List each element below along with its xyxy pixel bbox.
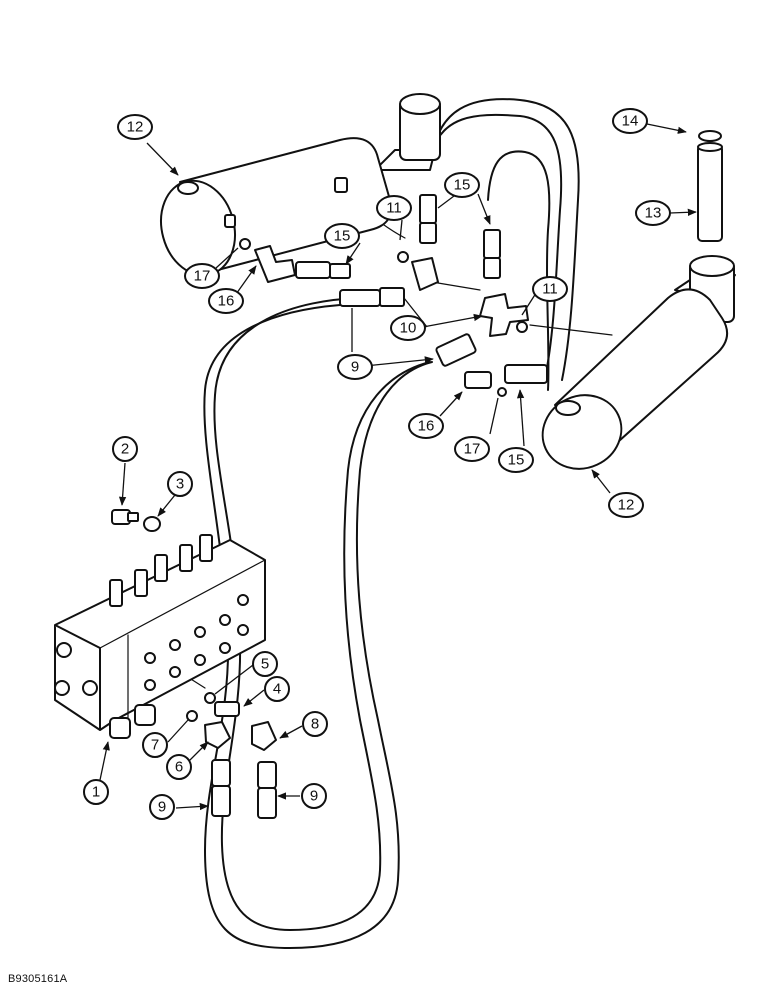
svg-text:1: 1 [92,784,100,801]
svg-text:16: 16 [218,293,235,310]
svg-text:12: 12 [127,119,144,136]
callout-12-upper: 12 [117,114,153,140]
callout-15-top: 15 [444,172,480,198]
callout-7: 7 [142,732,168,758]
svg-text:9: 9 [351,359,359,376]
svg-text:7: 7 [151,737,159,754]
svg-text:9: 9 [310,788,318,805]
svg-text:3: 3 [176,476,184,493]
hydraulic-fittings-upper [239,194,548,397]
callout-1: 1 [83,779,109,805]
svg-text:11: 11 [386,200,402,217]
svg-text:16: 16 [418,418,435,435]
callout-13: 13 [635,200,671,226]
callout-9-right: 9 [301,783,327,809]
callout-9-middle: 9 [337,354,373,380]
svg-text:5: 5 [261,656,269,673]
callout-15-middle: 15 [324,223,360,249]
callout-15-bottom: 15 [498,447,534,473]
svg-text:15: 15 [454,177,471,194]
callout-16-left: 16 [208,288,244,314]
svg-text:15: 15 [334,228,351,245]
callout-5: 5 [252,651,278,677]
callout-10: 10 [390,315,426,341]
callout-4: 4 [264,676,290,702]
callout-17-left: 17 [184,263,220,289]
callout-11-top: 11 [376,195,412,221]
figure-code: B9305161A [8,973,68,985]
svg-text:17: 17 [464,441,481,458]
svg-text:15: 15 [508,452,525,469]
callout-9-left: 9 [149,794,175,820]
svg-text:12: 12 [618,497,635,514]
svg-text:2: 2 [121,441,129,458]
svg-text:13: 13 [645,205,662,222]
svg-text:17: 17 [194,268,211,285]
svg-text:9: 9 [158,799,166,816]
svg-text:8: 8 [311,716,319,733]
cylinder-upper [160,93,441,277]
callouts: 12 14 13 15 11 17 16 15 [83,108,671,820]
callout-14: 14 [612,108,648,134]
pin-and-ring [697,130,723,242]
svg-text:6: 6 [175,759,183,776]
valve-fittings [111,509,277,819]
control-valve [54,534,266,739]
hose-lines [144,98,613,949]
svg-text:10: 10 [400,320,417,337]
callout-3: 3 [167,471,193,497]
callout-6: 6 [166,754,192,780]
svg-text:11: 11 [542,281,558,298]
callout-8: 8 [302,711,328,737]
svg-text:4: 4 [273,681,281,698]
callout-2: 2 [112,436,138,462]
cylinder-lower [541,255,736,470]
callout-16-right: 16 [408,413,444,439]
callout-11-right: 11 [532,276,568,302]
callout-17-right: 17 [454,436,490,462]
svg-text:14: 14 [622,113,639,130]
callout-12-lower: 12 [608,492,644,518]
